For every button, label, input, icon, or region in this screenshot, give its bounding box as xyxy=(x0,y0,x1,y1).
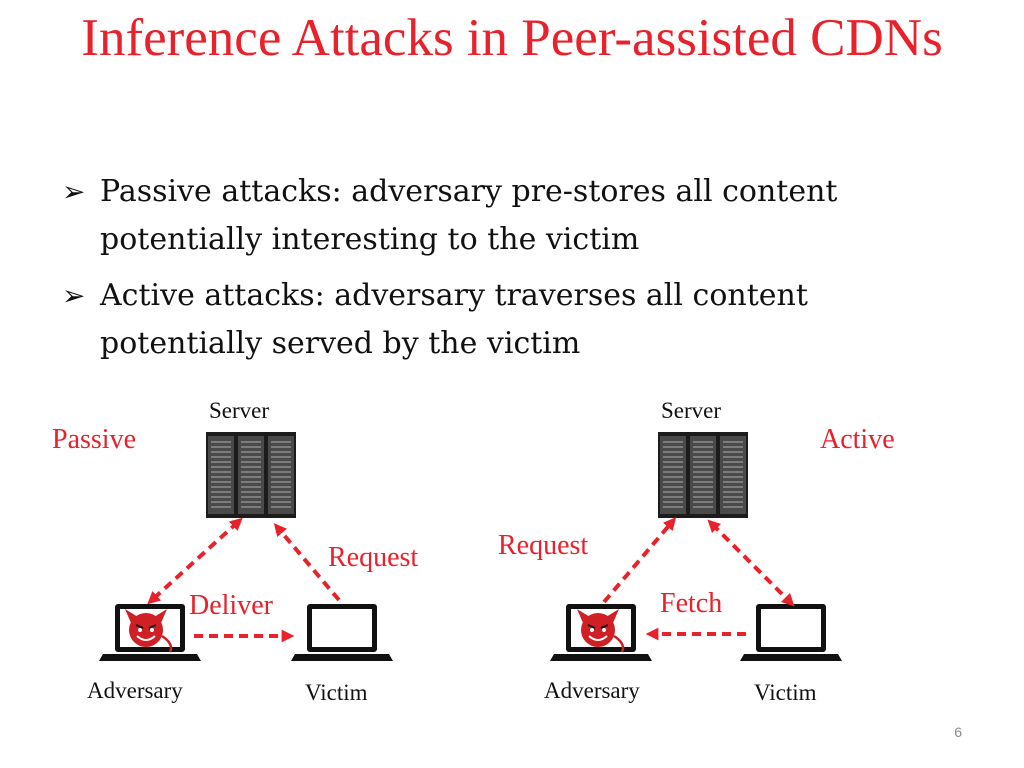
request-label: Request xyxy=(328,542,419,573)
bullet-text: Active attacks: adversary traverses all … xyxy=(100,278,808,361)
laptop-adversary-icon xyxy=(99,604,201,661)
adversary-label: Adversary xyxy=(544,678,640,703)
fetch-label: Fetch xyxy=(660,588,723,619)
laptop-victim-icon xyxy=(740,604,842,661)
mode-label-active: Active xyxy=(820,424,895,455)
bullet-passive: ➢ Passive attacks: adversary pre-stores … xyxy=(62,168,962,264)
server-label: Server xyxy=(661,398,722,423)
victim-server-arrow xyxy=(707,519,795,607)
server-label: Server xyxy=(209,398,270,423)
slide-title: Inference Attacks in Peer-assisted CDNs xyxy=(81,9,943,67)
bullet-list: ➢ Passive attacks: adversary pre-stores … xyxy=(62,168,962,376)
deliver-arrow-server-adversary xyxy=(147,517,243,605)
deliver-label: Deliver xyxy=(189,590,273,621)
request-label: Request xyxy=(498,530,589,561)
bullet-text: Passive attacks: adversary pre-stores al… xyxy=(100,174,838,257)
request-arrow xyxy=(602,517,677,604)
adversary-label: Adversary xyxy=(87,678,183,703)
arrow-bullet-icon: ➢ xyxy=(62,175,86,208)
server-icon xyxy=(205,431,297,519)
laptop-victim-icon xyxy=(291,604,393,661)
arrow-bullet-icon: ➢ xyxy=(62,279,86,312)
server-icon xyxy=(657,431,749,519)
victim-label: Victim xyxy=(754,680,817,705)
mode-label-passive: Passive xyxy=(52,424,136,455)
page-number: 6 xyxy=(954,724,962,740)
victim-label: Victim xyxy=(305,680,368,705)
bullet-active: ➢ Active attacks: adversary traverses al… xyxy=(62,272,962,368)
request-arrow xyxy=(273,523,341,602)
laptop-adversary-icon xyxy=(550,604,652,661)
